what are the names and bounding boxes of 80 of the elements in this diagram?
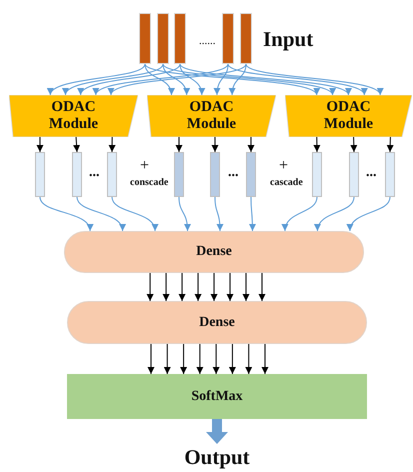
- arrow: [214, 196, 224, 232]
- arrow: [108, 136, 116, 152]
- arrow: [144, 64, 174, 96]
- arrow: [248, 196, 256, 232]
- arrow: [212, 136, 218, 152]
- arrow: [95, 64, 228, 96]
- arrow: [148, 344, 154, 374]
- feature-bar: [312, 152, 322, 197]
- cascade-label: conscade: [130, 178, 168, 188]
- arrow: [180, 64, 349, 96]
- dense-layer: Dense: [67, 301, 367, 344]
- feature-bar: [107, 152, 117, 197]
- arrow: [180, 344, 188, 374]
- arrow: [36, 136, 44, 152]
- feature-bar: [246, 152, 256, 197]
- arrow: [196, 344, 204, 374]
- arrow: [178, 196, 191, 232]
- arrow: [348, 196, 390, 232]
- arrow: [229, 64, 246, 96]
- feature-bar: [35, 152, 45, 197]
- arrow: [80, 64, 180, 96]
- ellipsis: ...: [228, 166, 238, 180]
- input-bar: [222, 13, 234, 64]
- arrow: [245, 344, 252, 374]
- plus-sign: +: [279, 158, 288, 174]
- ellipsis: ...: [366, 166, 376, 180]
- arrow: [40, 196, 92, 232]
- module-trapezoid: ODAC Module: [147, 95, 276, 137]
- arrow: [176, 136, 182, 152]
- arrow: [194, 272, 202, 302]
- arrow: [226, 272, 234, 302]
- cascade-label: cascade: [270, 178, 303, 188]
- arrow: [64, 64, 164, 96]
- feature-bar: [174, 152, 184, 197]
- arrow: [313, 136, 320, 152]
- output-label: Output: [182, 444, 252, 470]
- arrow: [242, 272, 250, 302]
- input-bar: [157, 13, 169, 64]
- ellipsis: ......: [199, 36, 216, 47]
- arrow: [76, 196, 125, 232]
- arrow: [110, 64, 246, 96]
- arrow: [248, 136, 254, 152]
- arrow: [162, 64, 334, 96]
- arrow: [214, 64, 228, 96]
- arrow: [350, 136, 358, 152]
- input-bar: [139, 13, 151, 64]
- arrow: [210, 272, 218, 302]
- softmax-layer: SoftMax: [67, 374, 367, 419]
- module-trapezoid: ODAC Module: [285, 95, 412, 137]
- block-arrow: [206, 419, 228, 444]
- feature-bar: [349, 152, 359, 197]
- arrow: [50, 64, 146, 96]
- arrow: [258, 272, 266, 302]
- arrow: [144, 64, 318, 96]
- ellipsis: ...: [89, 166, 100, 180]
- arrow: [246, 64, 381, 96]
- dense-layer: Dense: [64, 231, 364, 273]
- arrow: [73, 136, 80, 152]
- arrow: [386, 136, 394, 152]
- arrow: [164, 344, 171, 374]
- arrow: [315, 196, 354, 232]
- arrow: [228, 344, 236, 374]
- arrow: [112, 196, 158, 232]
- input-bar: [240, 13, 252, 64]
- arrow: [162, 272, 170, 302]
- arrow: [262, 344, 268, 374]
- arrow: [180, 64, 205, 96]
- arrow: [212, 344, 220, 374]
- module-trapezoid: ODAC Module: [9, 95, 138, 137]
- feature-bar: [72, 152, 82, 197]
- input-bar: [174, 13, 186, 64]
- feature-bar: [210, 152, 220, 197]
- arrow: [178, 272, 186, 302]
- arrow: [146, 272, 154, 302]
- arrow: [282, 196, 318, 232]
- plus-sign: +: [140, 158, 150, 174]
- arrow: [162, 64, 190, 96]
- input-label: Input: [263, 29, 314, 50]
- feature-bar: [385, 152, 395, 197]
- arrow: [228, 64, 365, 96]
